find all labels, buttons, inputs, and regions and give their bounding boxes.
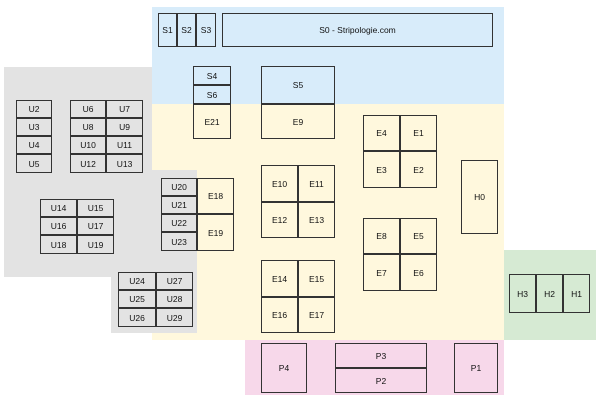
desk-e17[interactable]: E17 [298,297,335,333]
desk-h1[interactable]: H1 [563,274,590,313]
desk-u11[interactable]: U11 [106,136,143,154]
zone-h [504,250,596,340]
desk-e1[interactable]: E1 [400,115,437,151]
desk-u10[interactable]: U10 [70,136,106,154]
desk-u9[interactable]: U9 [106,118,143,136]
desk-u15[interactable]: U15 [77,199,114,217]
desk-p1[interactable]: P1 [454,343,498,393]
desk-u5[interactable]: U5 [16,154,52,173]
desk-p4[interactable]: P4 [261,343,307,393]
desk-u20[interactable]: U20 [161,178,197,196]
desk-u12[interactable]: U12 [70,154,106,173]
desk-s3[interactable]: S3 [196,13,216,47]
desk-u2[interactable]: U2 [16,100,52,118]
desk-e10[interactable]: E10 [261,165,298,202]
desk-u22[interactable]: U22 [161,214,197,232]
desk-s5[interactable]: S5 [261,66,335,104]
desk-u13[interactable]: U13 [106,154,143,173]
desk-u25[interactable]: U25 [118,290,156,308]
zone-u-bottom [111,265,197,333]
desk-u27[interactable]: U27 [156,272,193,290]
desk-u26[interactable]: U26 [118,308,156,327]
desk-u14[interactable]: U14 [40,199,77,217]
desk-u8[interactable]: U8 [70,118,106,136]
desk-e8[interactable]: E8 [363,218,400,254]
desk-s6[interactable]: S6 [193,85,231,104]
desk-u23[interactable]: U23 [161,232,197,251]
desk-e19[interactable]: E19 [197,214,234,251]
desk-u28[interactable]: U28 [156,290,193,308]
zone-s [152,7,504,104]
desk-p2[interactable]: P2 [335,368,427,393]
desk-h3[interactable]: H3 [509,274,536,313]
desk-u29[interactable]: U29 [156,308,193,327]
desk-u3[interactable]: U3 [16,118,52,136]
desk-e14[interactable]: E14 [261,260,298,297]
desk-e6[interactable]: E6 [400,254,437,291]
desk-e11[interactable]: E11 [298,165,335,202]
desk-e15[interactable]: E15 [298,260,335,297]
desk-e18[interactable]: E18 [197,178,234,214]
desk-u19[interactable]: U19 [77,235,114,254]
desk-e5[interactable]: E5 [400,218,437,254]
desk-s2[interactable]: S2 [177,13,196,47]
zone-e [152,104,504,340]
desk-s1[interactable]: S1 [158,13,177,47]
desk-u6[interactable]: U6 [70,100,106,118]
desk-u21[interactable]: U21 [161,196,197,214]
desk-e16[interactable]: E16 [261,297,298,333]
desk-p3[interactable]: P3 [335,343,427,368]
desk-e7[interactable]: E7 [363,254,400,291]
desk-u24[interactable]: U24 [118,272,156,290]
desk-u18[interactable]: U18 [40,235,77,254]
desk-u4[interactable]: U4 [16,136,52,154]
desk-s4[interactable]: S4 [193,66,231,85]
zone-u-middle [152,170,197,277]
desk-e21[interactable]: E21 [193,104,231,139]
desk-u16[interactable]: U16 [40,217,77,235]
desk-e9[interactable]: E9 [261,104,335,139]
desk-e3[interactable]: E3 [363,151,400,188]
desk-e2[interactable]: E2 [400,151,437,188]
desk-e12[interactable]: E12 [261,202,298,238]
desk-h2[interactable]: H2 [536,274,563,313]
desk-u17[interactable]: U17 [77,217,114,235]
desk-e4[interactable]: E4 [363,115,400,151]
desk-e13[interactable]: E13 [298,202,335,238]
desk-s0[interactable]: S0 - Stripologie.com [222,13,493,47]
desk-u7[interactable]: U7 [106,100,143,118]
desk-h0[interactable]: H0 [461,160,498,234]
